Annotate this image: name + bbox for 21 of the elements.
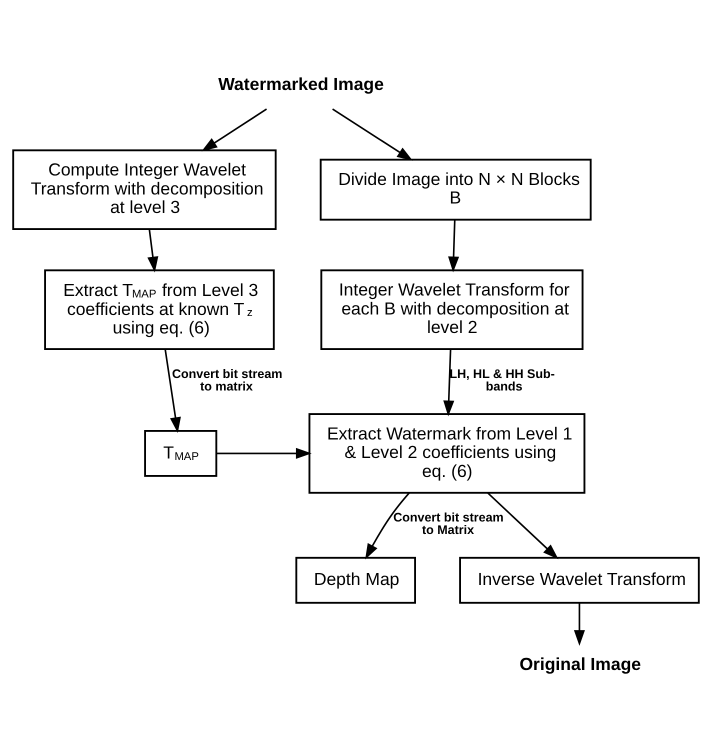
node-text: Original Image bbox=[519, 653, 641, 674]
node-box: Depth Map bbox=[295, 556, 416, 604]
node-box: Integer Wavelet Transform for each B with decomposition at level 2 bbox=[320, 268, 584, 350]
arrow bbox=[574, 602, 585, 646]
node-box: Compute Integer Wavelet Transform with decomposition at level 3 bbox=[12, 148, 277, 230]
node-box: Inverse Wavelet Transform bbox=[459, 556, 700, 604]
node-box: TMAP bbox=[144, 429, 218, 476]
node-box: Extract Watermark from Level 1 & Level 2 coefficients using eq. (6) bbox=[308, 412, 586, 494]
arrow bbox=[448, 219, 460, 272]
node-text: Watermarked Image bbox=[218, 73, 384, 94]
arrow bbox=[164, 348, 181, 432]
edge-label: Convert bit stream to matrix bbox=[172, 366, 282, 393]
arrow bbox=[216, 447, 312, 458]
arrow bbox=[332, 108, 413, 160]
arrow bbox=[443, 348, 454, 416]
arrow bbox=[147, 228, 158, 272]
edge-label: Convert bit stream to Matrix bbox=[393, 510, 504, 536]
arrow bbox=[201, 108, 267, 151]
node-box: Divide Image into N × N Blocks B bbox=[320, 158, 592, 220]
arrow bbox=[365, 492, 410, 560]
arrow bbox=[487, 492, 558, 559]
